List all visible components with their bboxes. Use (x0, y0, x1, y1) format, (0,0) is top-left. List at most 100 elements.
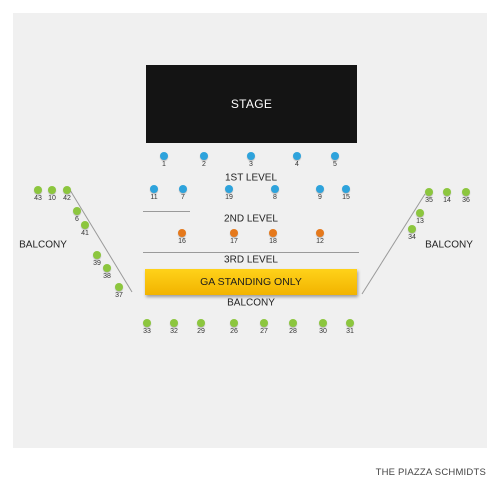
seat-marker-43[interactable]: 43 (31, 186, 45, 208)
seat-dot (416, 209, 424, 217)
balcony-right-label: BALCONY (425, 239, 473, 251)
seat-dot (143, 319, 151, 327)
seat-marker-38[interactable]: 38 (100, 264, 114, 286)
seat-number: 4 (295, 161, 299, 168)
seat-number: 19 (225, 194, 233, 201)
seat-marker-4[interactable]: 4 (290, 152, 304, 174)
seat-dot (271, 185, 279, 193)
seat-dot (225, 185, 233, 193)
seat-number: 39 (93, 260, 101, 267)
divider-line-1 (143, 211, 190, 212)
seat-marker-34[interactable]: 34 (405, 225, 419, 247)
seat-dot (269, 229, 277, 237)
seat-dot (93, 251, 101, 259)
seat-marker-13[interactable]: 13 (413, 209, 427, 231)
seat-marker-1[interactable]: 1 (157, 152, 171, 174)
seat-number: 3 (249, 161, 253, 168)
seat-marker-18[interactable]: 18 (266, 229, 280, 251)
seat-dot (462, 188, 470, 196)
seat-number: 14 (443, 197, 451, 204)
seat-number: 8 (273, 194, 277, 201)
seat-dot (160, 152, 168, 160)
seat-number: 35 (425, 197, 433, 204)
seat-marker-9[interactable]: 9 (313, 185, 327, 207)
venue-name: THE PIAZZA SCHMIDTS (375, 467, 486, 478)
balcony-center-label: BALCONY (227, 297, 275, 309)
seat-number: 9 (318, 194, 322, 201)
seat-dot (230, 319, 238, 327)
seat-dot (443, 188, 451, 196)
ga-standing-label: GA STANDING ONLY (200, 276, 302, 288)
seat-number: 43 (34, 195, 42, 202)
seat-marker-7[interactable]: 7 (176, 185, 190, 207)
stage[interactable]: STAGE (146, 65, 357, 143)
seat-number: 17 (230, 238, 238, 245)
seat-dot (170, 319, 178, 327)
seat-marker-35[interactable]: 35 (422, 188, 436, 210)
seat-dot (319, 319, 327, 327)
seat-marker-30[interactable]: 30 (316, 319, 330, 341)
seat-marker-28[interactable]: 28 (286, 319, 300, 341)
seat-marker-2[interactable]: 2 (197, 152, 211, 174)
seat-marker-17[interactable]: 17 (227, 229, 241, 251)
seat-marker-8[interactable]: 8 (268, 185, 282, 207)
seat-marker-10[interactable]: 10 (45, 186, 59, 208)
seat-number: 29 (197, 328, 205, 335)
seat-marker-12[interactable]: 12 (313, 229, 327, 251)
seat-marker-14[interactable]: 14 (440, 188, 454, 210)
seat-number: 33 (143, 328, 151, 335)
seat-marker-16[interactable]: 16 (175, 229, 189, 251)
seat-dot (408, 225, 416, 233)
seat-marker-27[interactable]: 27 (257, 319, 271, 341)
seat-number: 41 (81, 230, 89, 237)
stage-label: STAGE (230, 97, 273, 111)
seat-number: 26 (230, 328, 238, 335)
seat-number: 7 (181, 194, 185, 201)
seat-dot (178, 229, 186, 237)
seat-dot (63, 186, 71, 194)
seat-number: 16 (178, 238, 186, 245)
seat-marker-11[interactable]: 11 (147, 185, 161, 207)
seat-number: 13 (416, 218, 424, 225)
seat-dot (316, 229, 324, 237)
ga-standing-section[interactable]: GA STANDING ONLY (145, 269, 357, 295)
seat-marker-31[interactable]: 31 (343, 319, 357, 341)
seat-number: 10 (48, 195, 56, 202)
seat-dot (150, 185, 158, 193)
seat-marker-15[interactable]: 15 (339, 185, 353, 207)
seat-dot (200, 152, 208, 160)
seat-dot (73, 207, 81, 215)
seat-number: 42 (63, 195, 71, 202)
seat-number: 6 (75, 216, 79, 223)
seat-marker-6[interactable]: 6 (70, 207, 84, 229)
seat-marker-33[interactable]: 33 (140, 319, 154, 341)
divider-line-2 (143, 252, 359, 253)
balcony-left-label: BALCONY (19, 239, 67, 251)
seat-marker-39[interactable]: 39 (90, 251, 104, 273)
seat-dot (115, 283, 123, 291)
seat-dot (260, 319, 268, 327)
seat-marker-5[interactable]: 5 (328, 152, 342, 174)
level-1-label: 1ST LEVEL (224, 172, 278, 184)
seat-marker-41[interactable]: 41 (78, 221, 92, 243)
seat-number: 32 (170, 328, 178, 335)
seat-dot (316, 185, 324, 193)
seat-number: 15 (342, 194, 350, 201)
seat-dot (425, 188, 433, 196)
seat-marker-37[interactable]: 37 (112, 283, 126, 305)
seat-marker-3[interactable]: 3 (244, 152, 258, 174)
seat-marker-32[interactable]: 32 (167, 319, 181, 341)
seat-marker-42[interactable]: 42 (60, 186, 74, 208)
seat-number: 37 (115, 292, 123, 299)
seat-marker-26[interactable]: 26 (227, 319, 241, 341)
seat-dot (81, 221, 89, 229)
seat-marker-29[interactable]: 29 (194, 319, 208, 341)
seat-number: 5 (333, 161, 337, 168)
seat-number: 18 (269, 238, 277, 245)
level-3-label: 3RD LEVEL (224, 254, 278, 266)
seat-marker-36[interactable]: 36 (459, 188, 473, 210)
seat-marker-19[interactable]: 19 (222, 185, 236, 207)
seat-dot (103, 264, 111, 272)
seat-dot (179, 185, 187, 193)
seat-dot (289, 319, 297, 327)
